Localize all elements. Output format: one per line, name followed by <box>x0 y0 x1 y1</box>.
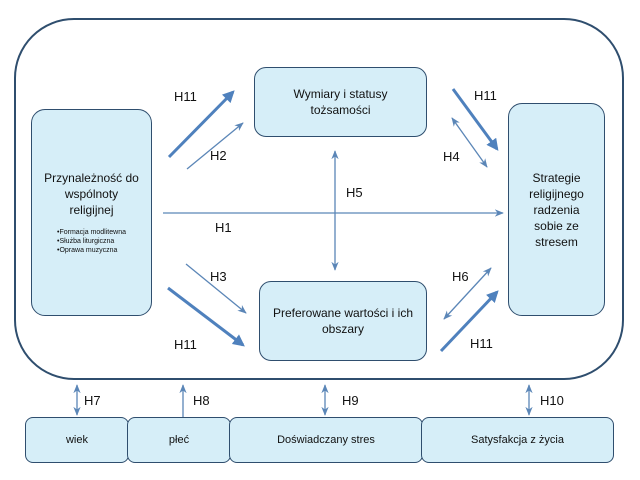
life-satisfaction-label: Satysfakcja z życia <box>471 434 564 446</box>
coping-title: Strategie religijnego radzenia sobie ze … <box>529 170 584 249</box>
h11-bottom-left-label: H11 <box>174 337 197 352</box>
h2-label: H2 <box>210 148 227 163</box>
membership-item: •Oprawa muzyczna <box>57 247 118 254</box>
h3-label: H3 <box>210 269 227 284</box>
h5-label: H5 <box>346 185 363 200</box>
h6-label: H6 <box>452 269 469 284</box>
h11-top-left-label: H11 <box>174 89 197 104</box>
h4-label: H4 <box>443 149 460 164</box>
age-label: wiek <box>65 434 88 446</box>
h11-top-right-label: H11 <box>474 88 497 103</box>
membership-items: •Formacja modlitewna •Służba liturgiczna… <box>57 228 126 255</box>
h3-arrow <box>185 263 247 314</box>
identity-node: Wymiary i statusy tożsamości <box>254 67 427 137</box>
values-node: Preferowane wartości i ich obszary <box>259 281 427 361</box>
stress-box: Doświadczany stres <box>229 417 423 463</box>
membership-node: Przynależność do wspólnoty religijnej •F… <box>31 109 152 316</box>
h1-label: H1 <box>215 220 232 235</box>
coping-node: Strategie religijnego radzenia sobie ze … <box>508 103 605 316</box>
h11-bottom-right-label: H11 <box>470 336 493 351</box>
age-box: wiek <box>25 417 129 463</box>
h2-arrow <box>186 122 244 170</box>
h7-label: H7 <box>84 393 101 408</box>
h8-label: H8 <box>193 393 210 408</box>
membership-title: Przynależność do wspólnoty religijnej <box>44 171 139 217</box>
h11-bottom-left-arrow <box>167 286 245 347</box>
h10-label: H10 <box>540 393 564 408</box>
sex-label: płeć <box>168 434 190 446</box>
h4-arrow <box>451 117 488 168</box>
identity-title: Wymiary i statusy tożsamości <box>293 87 388 117</box>
stress-label: Doświadczany stres <box>277 434 375 446</box>
values-title: Preferowane wartości i ich obszary <box>272 306 414 336</box>
life-satisfaction-box: Satysfakcja z życia <box>421 417 614 463</box>
h9-label: H9 <box>342 393 359 408</box>
membership-item: •Służba liturgiczna <box>57 238 115 245</box>
h11-top-left-arrow <box>167 90 235 159</box>
membership-item: •Formacja modlitewna <box>57 229 126 236</box>
h6-arrow <box>443 267 492 320</box>
